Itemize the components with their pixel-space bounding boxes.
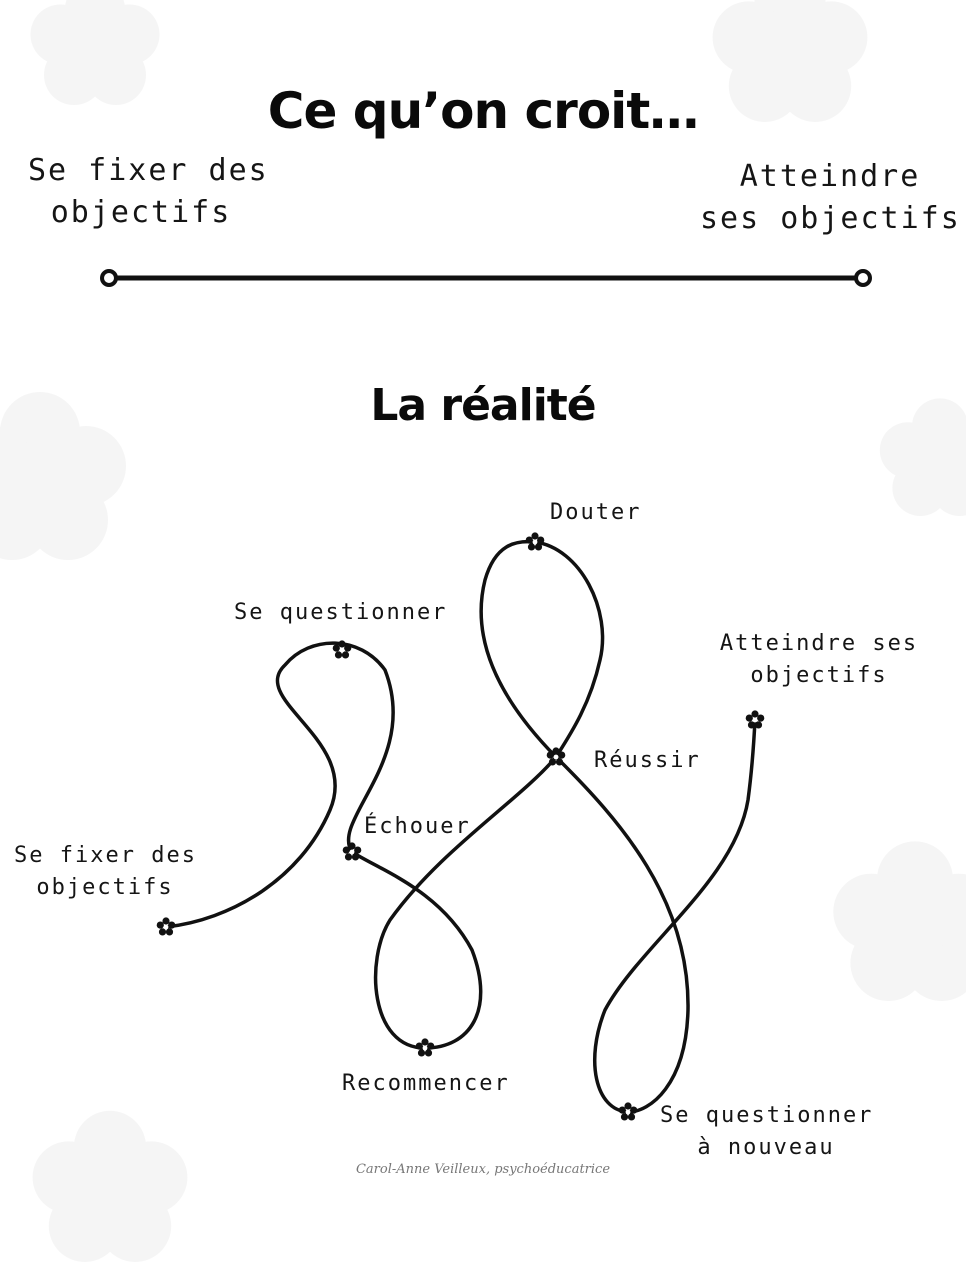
step-label-line1: Échouer bbox=[364, 814, 471, 839]
flower-icon bbox=[332, 640, 352, 659]
step-label-set-goals: Se fixer des objectifs bbox=[14, 840, 196, 904]
step-label-line1: Douter bbox=[550, 500, 642, 525]
flower-icon bbox=[745, 710, 765, 729]
step-label-line2: objectifs bbox=[750, 663, 888, 688]
step-label-line1: Recommencer bbox=[342, 1071, 510, 1096]
flower-watermark-icon bbox=[833, 841, 966, 1001]
belief-start-line1: Se fixer des bbox=[28, 153, 269, 188]
flower-icon bbox=[342, 842, 362, 861]
step-label-line2: objectifs bbox=[36, 875, 174, 900]
step-label-line1: Atteindre ses bbox=[719, 631, 919, 656]
flower-icon bbox=[415, 1038, 435, 1057]
flower-watermark-icon bbox=[0, 392, 126, 560]
flower-icon bbox=[618, 1102, 638, 1121]
step-label-line1: Se fixer des bbox=[14, 843, 197, 868]
belief-title: Ce qu’on croit… bbox=[267, 82, 699, 140]
straight-path bbox=[100, 269, 872, 287]
belief-start-label: Se fixer des objectifs bbox=[28, 150, 269, 234]
author-credit: Carol-Anne Veilleux, psychoéducatrice bbox=[355, 1162, 611, 1177]
step-label-line2: à nouveau bbox=[697, 1135, 835, 1160]
flower-watermark-icon bbox=[712, 0, 868, 122]
flower-icon bbox=[525, 532, 545, 551]
step-label-restart: Recommencer bbox=[342, 1068, 510, 1100]
belief-end-line2: ses objectifs bbox=[700, 201, 961, 236]
step-label-fail: Échouer bbox=[364, 811, 471, 843]
flower-icon bbox=[156, 917, 176, 936]
step-label-question-again: Se questionner à nouveau bbox=[660, 1100, 872, 1164]
step-label-question: Se questionner bbox=[234, 597, 447, 629]
step-label-reach-goals: Atteindre ses objectifs bbox=[712, 628, 926, 692]
circle-endpoint-icon bbox=[854, 269, 872, 287]
flower-icon bbox=[546, 747, 566, 766]
belief-end-line1: Atteindre bbox=[739, 159, 921, 194]
step-label-line1: Se questionner bbox=[660, 1103, 874, 1128]
belief-end-label: Atteindre ses objectifs bbox=[700, 156, 960, 240]
flower-watermark-icon bbox=[30, 0, 160, 105]
flower-watermark-icon bbox=[32, 1110, 188, 1262]
winding-path bbox=[156, 532, 765, 1121]
step-label-succeed: Réussir bbox=[594, 745, 701, 777]
step-label-line1: Réussir bbox=[594, 748, 701, 773]
flower-watermark-icon bbox=[879, 398, 966, 516]
circle-endpoint-icon bbox=[100, 269, 118, 287]
belief-start-line2: objectifs bbox=[50, 195, 232, 230]
step-label-doubt: Douter bbox=[550, 497, 641, 529]
reality-title: La réalité bbox=[370, 380, 596, 431]
step-label-line1: Se questionner bbox=[234, 600, 448, 625]
